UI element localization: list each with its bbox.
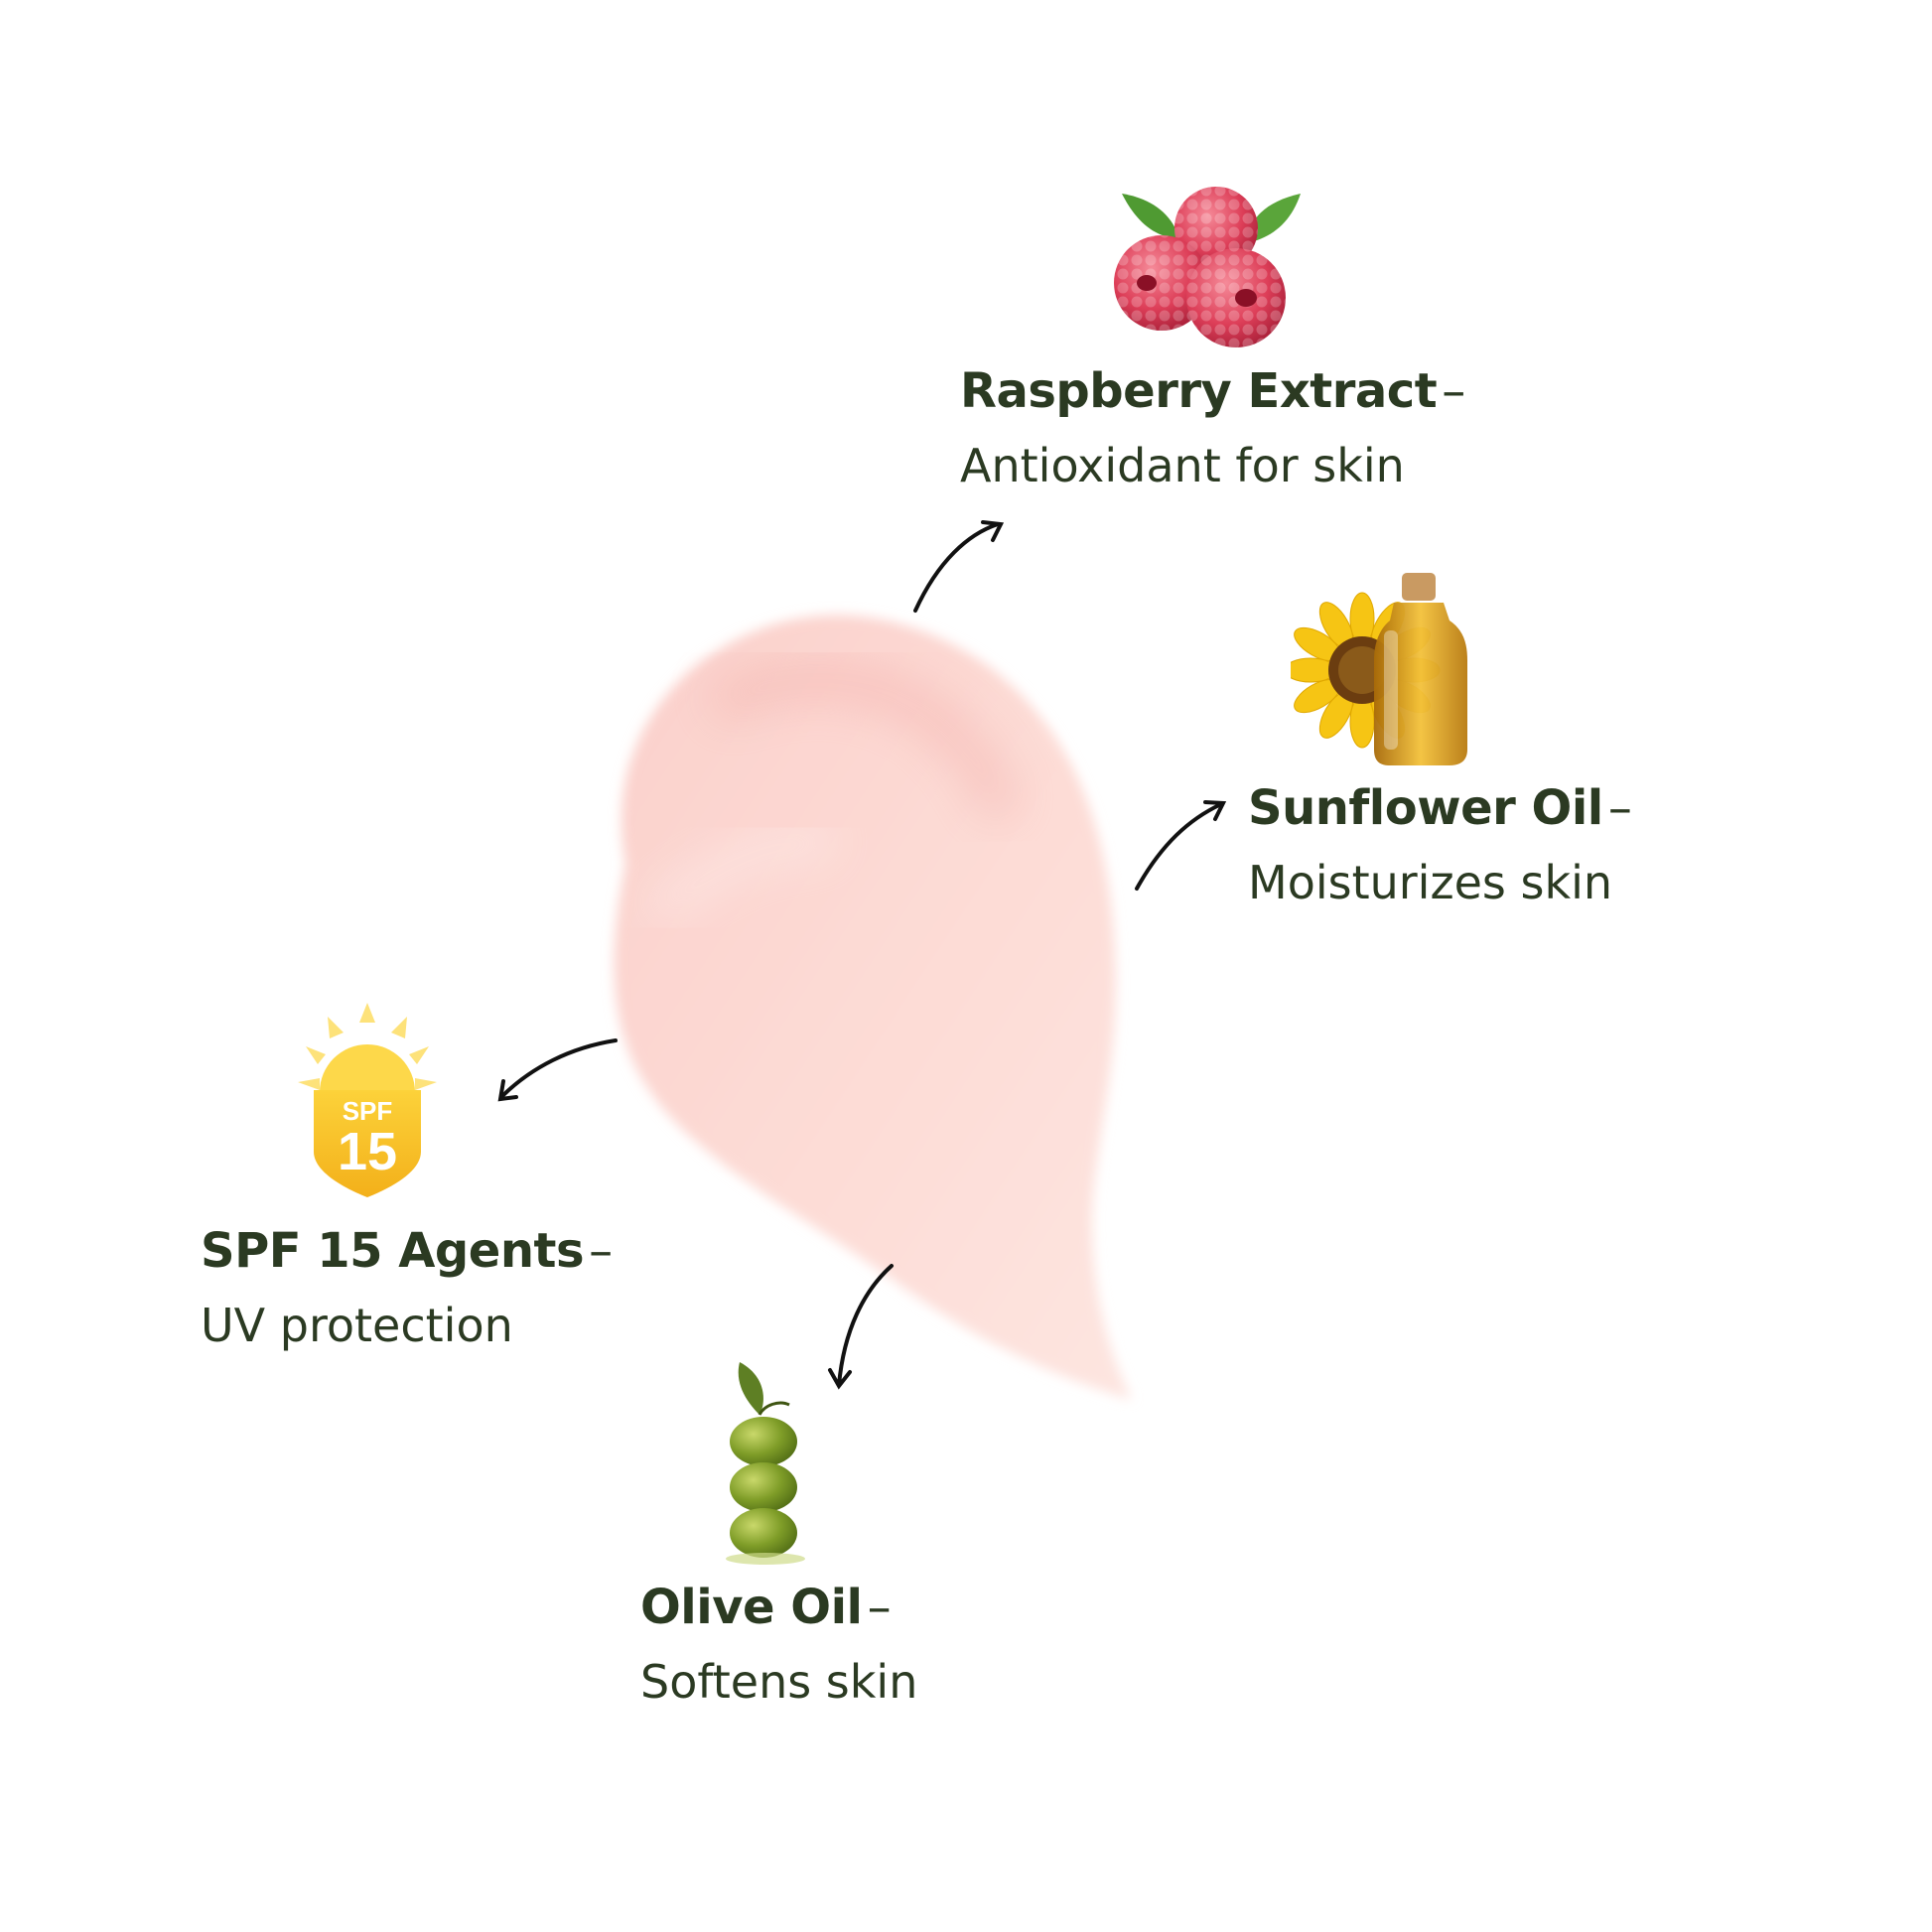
arrow-spf bbox=[497, 1038, 618, 1102]
ingredient-name: Olive Oil bbox=[640, 1580, 863, 1635]
arrow-sunflower bbox=[1135, 800, 1227, 891]
spf-badge-number: 15 bbox=[338, 1122, 397, 1181]
ingredient-sunflower: Sunflower Oil – Moisturizes skin bbox=[1248, 774, 1632, 915]
ingredient-benefit: UV protection bbox=[201, 1298, 513, 1352]
ingredient-benefit: Moisturizes skin bbox=[1248, 855, 1613, 909]
ingredient-name: SPF 15 Agents bbox=[201, 1223, 585, 1279]
arrow-olive bbox=[828, 1264, 894, 1390]
ingredient-benefit: Softens skin bbox=[640, 1654, 918, 1709]
ingredient-olive: Olive Oil – Softens skin bbox=[640, 1574, 917, 1715]
olive-icon bbox=[726, 1362, 805, 1565]
spf-badge-icon: SPF 15 bbox=[298, 1003, 437, 1197]
ingredient-separator: – bbox=[589, 1223, 614, 1279]
sunflower-oil-icon bbox=[1291, 573, 1467, 765]
ingredient-separator: – bbox=[1442, 363, 1466, 419]
ingredient-raspberry: Raspberry Extract – Antioxidant for skin bbox=[960, 357, 1465, 498]
ingredient-spf: SPF 15 Agents – UV protection bbox=[201, 1217, 613, 1358]
ingredient-separator: – bbox=[867, 1580, 892, 1635]
cream-swatch bbox=[614, 615, 1132, 1400]
arrow-raspberry bbox=[913, 520, 1005, 613]
ingredient-name: Sunflower Oil bbox=[1248, 780, 1603, 836]
ingredient-separator: – bbox=[1607, 780, 1632, 836]
raspberry-icon bbox=[1114, 187, 1301, 347]
ingredient-name: Raspberry Extract bbox=[960, 363, 1438, 419]
ingredient-benefit: Antioxidant for skin bbox=[960, 438, 1405, 492]
spf-badge-top: SPF bbox=[343, 1096, 393, 1126]
